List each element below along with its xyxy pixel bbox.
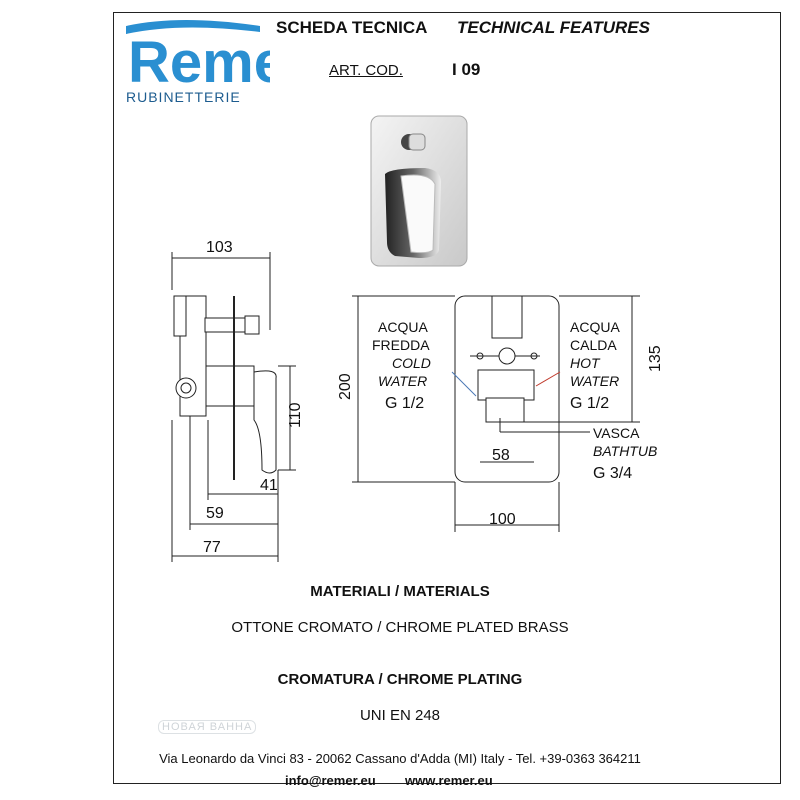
dim-100: 100 — [489, 511, 516, 528]
header-title-it: SCHEDA TECNICA — [276, 18, 428, 37]
tub-label-1: VASCA — [593, 425, 640, 441]
cold-label-4: WATER — [378, 373, 427, 389]
tub-label-2: BATHTUB — [593, 443, 657, 459]
dim-77: 77 — [203, 539, 221, 556]
dim-59: 59 — [206, 505, 224, 522]
dim-110: 110 — [287, 402, 304, 428]
footer-email[interactable]: info@remer.eu — [285, 773, 376, 788]
materials-value: OTTONE CROMATO / CHROME PLATED BRASS — [231, 619, 569, 636]
product-image — [370, 115, 468, 267]
dim-58: 58 — [492, 447, 510, 464]
dim-103: 103 — [206, 239, 233, 256]
cold-label-2: FREDDA — [372, 337, 430, 353]
art-code-label: ART. COD. — [329, 62, 403, 79]
tub-size: G 3/4 — [593, 465, 632, 482]
hot-label-2: CALDA — [570, 337, 617, 353]
hot-label-1: ACQUA — [570, 319, 620, 335]
watermark: НОВАЯ ВАННА — [158, 720, 257, 734]
cold-label-1: ACQUA — [378, 319, 428, 335]
plating-title: CROMATURA / CHROME PLATING — [277, 671, 523, 688]
materials-title: MATERIALI / MATERIALS — [310, 583, 490, 600]
dim-200: 200 — [337, 373, 354, 400]
plating-value: UNI EN 248 — [359, 707, 441, 724]
logo-subtitle: RUBINETTERIE — [126, 89, 241, 105]
dim-41: 41 — [260, 477, 278, 494]
cold-label-3: COLD — [392, 355, 431, 371]
footer-address: Via Leonardo da Vinci 83 - 20062 Cassano… — [159, 751, 641, 766]
art-code-value: I 09 — [452, 60, 481, 79]
header-title-en: TECHNICAL FEATURES — [457, 18, 650, 37]
hot-size: G 1/2 — [570, 395, 609, 412]
logo-text: Remer — [128, 30, 270, 95]
remer-logo: Remer RUBINETTERIE — [126, 20, 270, 105]
hot-label-3: HOT — [570, 355, 601, 371]
cold-size: G 1/2 — [385, 395, 424, 412]
hot-label-4: WATER — [570, 373, 619, 389]
footer-website[interactable]: www.remer.eu — [405, 773, 493, 788]
document-frame — [113, 12, 781, 784]
dim-135: 135 — [647, 345, 664, 372]
